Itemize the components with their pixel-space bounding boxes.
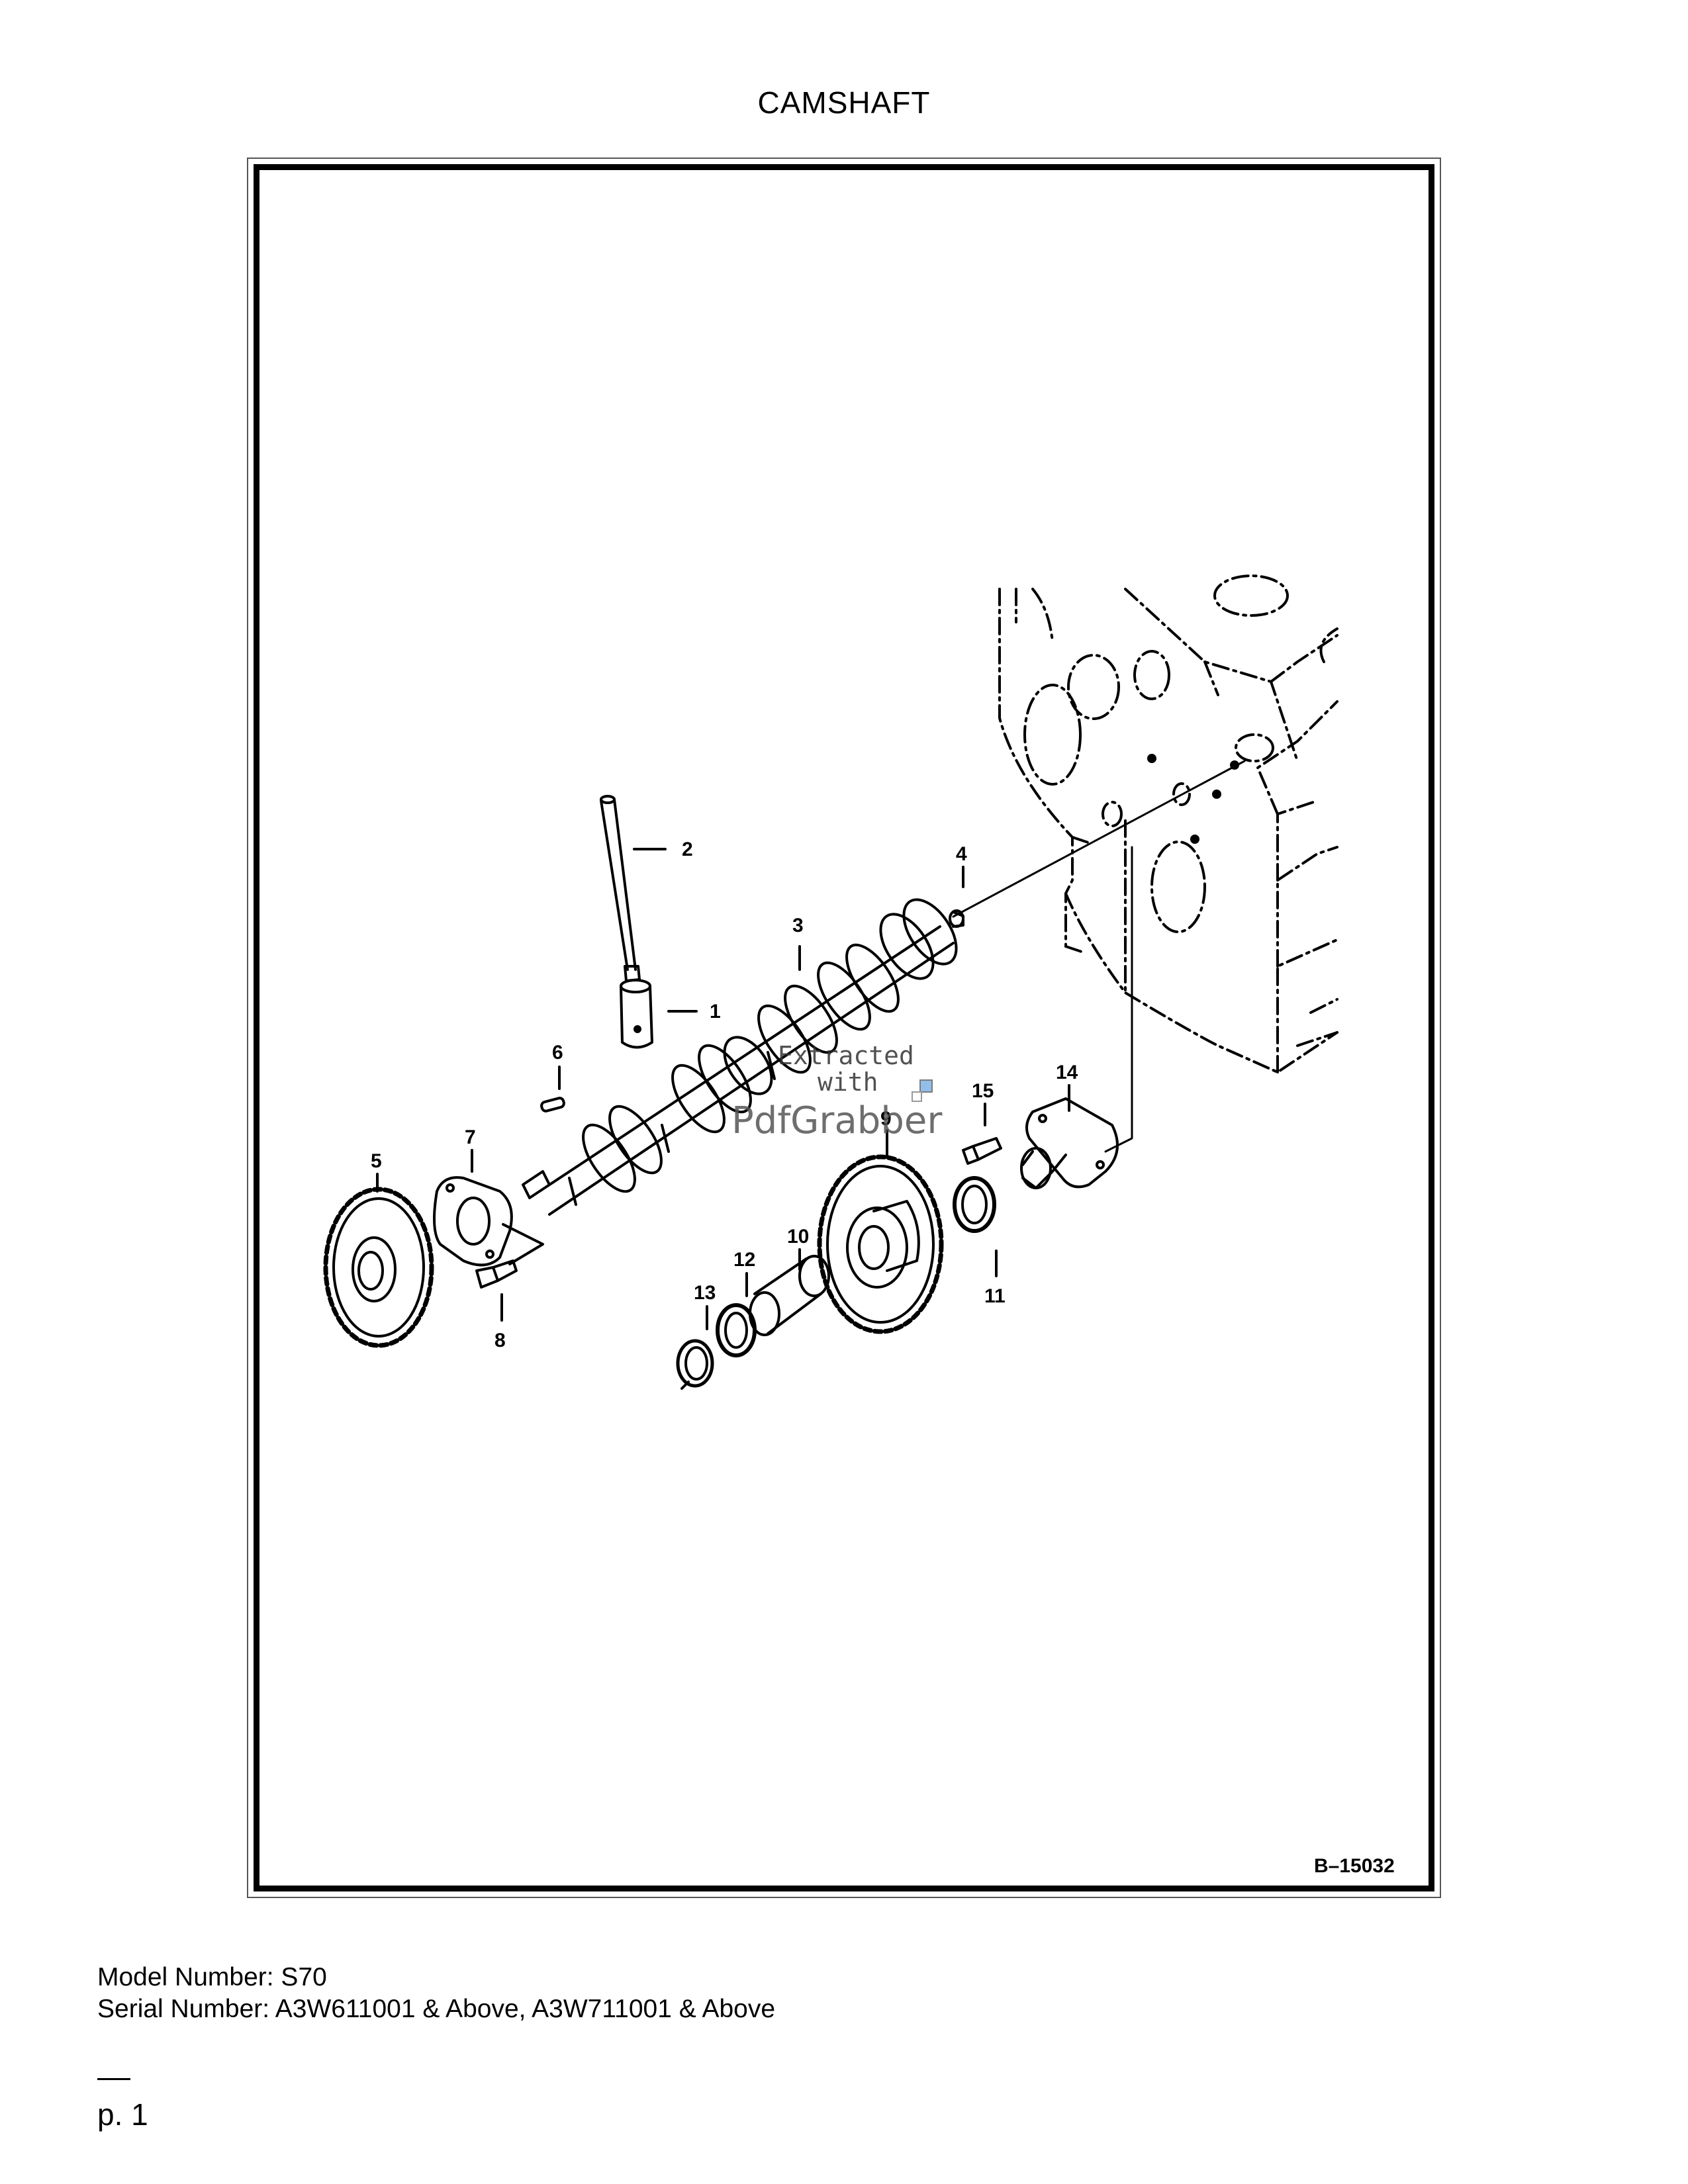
tappet bbox=[620, 979, 653, 1049]
idler-shaft bbox=[1020, 1097, 1119, 1189]
camshaft-axis-line bbox=[952, 760, 1246, 918]
page-number: p. 1 bbox=[97, 2097, 148, 2132]
callout-12: 12 bbox=[733, 1249, 755, 1271]
footer-rule bbox=[97, 2078, 130, 2080]
snap-ring bbox=[676, 1339, 714, 1390]
camshaft-exploded-diagram: 2 1 3 4 5 6 7 8 9 10 11 12 13 14 15 Extr… bbox=[323, 574, 1338, 1390]
thrust-washer-12 bbox=[716, 1303, 757, 1357]
callout-11: 11 bbox=[984, 1285, 1006, 1307]
figure-frame-outer bbox=[247, 158, 1441, 1898]
callout-3: 3 bbox=[792, 915, 804, 936]
washer-11 bbox=[953, 1176, 996, 1233]
engine-block-outline bbox=[998, 574, 1338, 1073]
callout-7: 7 bbox=[465, 1126, 476, 1148]
figure-frame bbox=[254, 164, 1434, 1891]
callout-2: 2 bbox=[682, 839, 693, 860]
watermark-line-1: Extracted bbox=[778, 1041, 914, 1070]
figure-code: B–15032 bbox=[1314, 1855, 1395, 1877]
thrust-plate-reference-line bbox=[1104, 846, 1133, 1153]
idler-bushing bbox=[749, 1255, 830, 1336]
callout-8: 8 bbox=[494, 1330, 506, 1351]
callout-1: 1 bbox=[710, 1001, 721, 1023]
watermark-line-2: with bbox=[818, 1068, 878, 1097]
push-rod bbox=[600, 795, 641, 982]
callout-13: 13 bbox=[694, 1282, 716, 1304]
callout-6: 6 bbox=[552, 1042, 563, 1064]
callout-14: 14 bbox=[1056, 1062, 1078, 1083]
idler-gear bbox=[817, 1154, 944, 1334]
callout-10: 10 bbox=[787, 1226, 809, 1248]
serial-number: Serial Number: A3W611001 & Above, A3W711… bbox=[97, 1995, 776, 2023]
callout-15: 15 bbox=[972, 1080, 994, 1102]
callout-5: 5 bbox=[371, 1150, 382, 1172]
woodruff-key bbox=[540, 1097, 565, 1113]
callout-9: 9 bbox=[880, 1108, 892, 1130]
bolt-15 bbox=[962, 1137, 1002, 1165]
callout-leaders bbox=[376, 848, 1070, 1330]
callout-4: 4 bbox=[956, 843, 967, 865]
thrust-plate bbox=[433, 1176, 544, 1267]
camshaft-gear bbox=[323, 1187, 434, 1348]
watermark-line-3: PdfGrabber bbox=[731, 1099, 943, 1142]
page-title: CAMSHAFT bbox=[757, 85, 931, 120]
plug bbox=[949, 909, 964, 928]
model-number: Model Number: S70 bbox=[97, 1963, 327, 1991]
pdfgrabber-watermark: Extracted with PdfGrabber bbox=[731, 1041, 943, 1142]
camshaft bbox=[522, 898, 958, 1216]
bolt-8 bbox=[475, 1259, 518, 1289]
watermark-logo-icon bbox=[919, 1079, 933, 1093]
